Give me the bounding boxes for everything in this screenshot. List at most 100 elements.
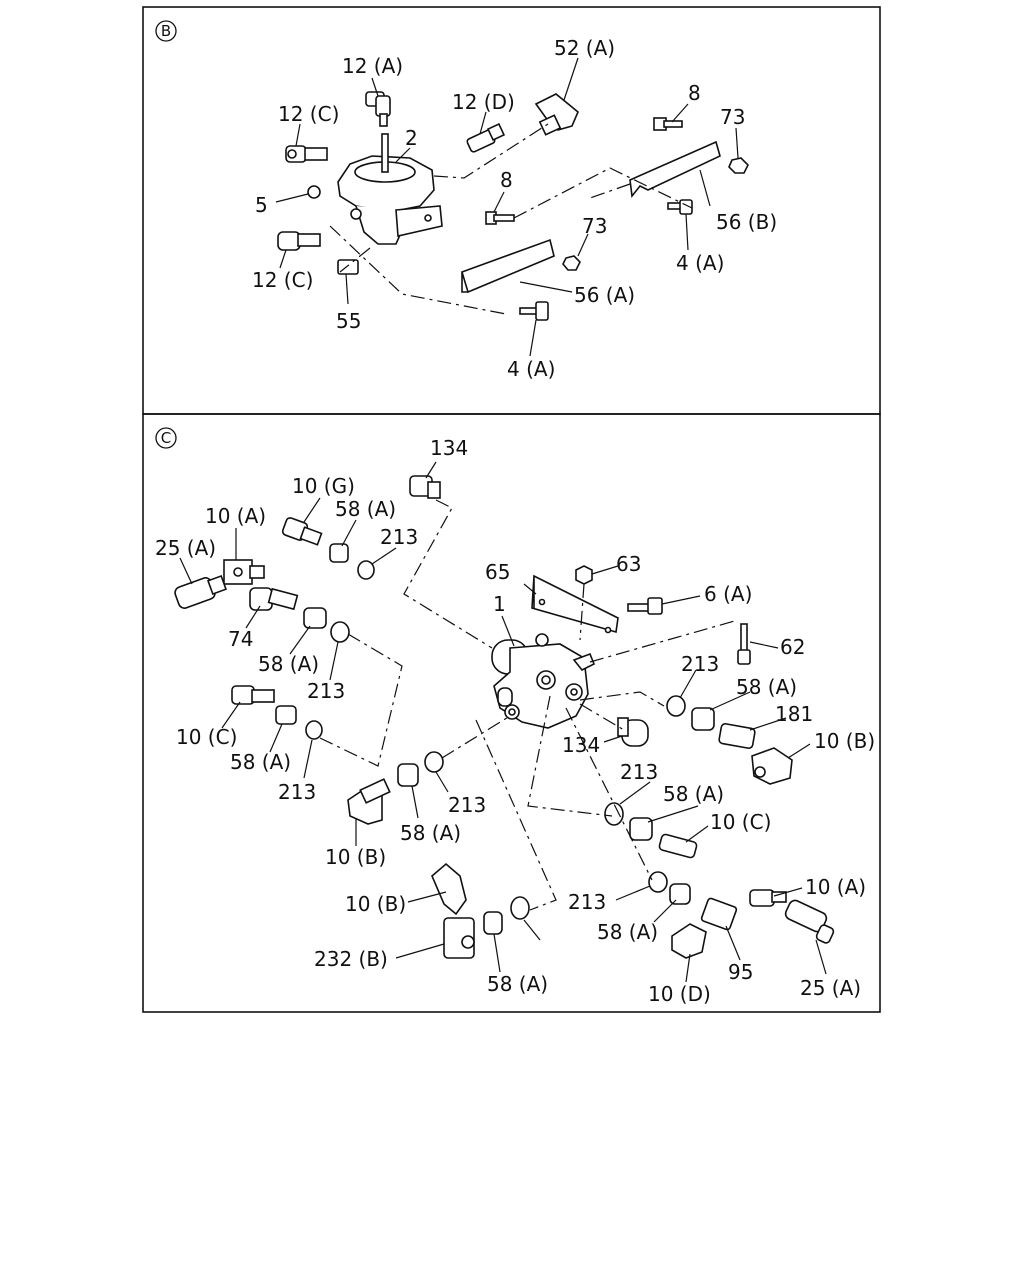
- fitting-74: [249, 587, 299, 611]
- label-62: 62: [780, 635, 805, 659]
- adapter-58a-7: [669, 883, 691, 905]
- switch-25a-bottom: [784, 899, 835, 944]
- label-181: 181: [775, 702, 813, 726]
- label-10b-left: 10 (B): [325, 845, 386, 869]
- nut-63: [575, 565, 593, 585]
- oring-213-7: [648, 871, 668, 893]
- label-12d: 12 (D): [452, 90, 515, 114]
- label-8-top: 8: [688, 81, 701, 105]
- panel-b-marker: B: [155, 20, 177, 42]
- svg-text:C: C: [161, 429, 171, 447]
- bolt-4a-bottom: [519, 301, 549, 321]
- fitting-12c-bottom: [277, 231, 321, 251]
- fitting-12d: [466, 122, 506, 153]
- label-4a-bottom: 4 (A): [507, 357, 555, 381]
- oring-213-2: [330, 621, 350, 643]
- label-10a-bottom: 10 (A): [805, 875, 866, 899]
- panel-c-marker: C: [155, 427, 177, 449]
- adapter-58a-2: [303, 607, 327, 629]
- adapter-58a-1: [329, 543, 349, 563]
- label-58a-6: 58 (A): [400, 821, 461, 845]
- oring-213-5: [666, 695, 686, 717]
- label-58a-1: 58 (A): [335, 497, 396, 521]
- panel-c-leaders: [179, 461, 827, 983]
- nut-73-top: [728, 157, 749, 174]
- bolt-8-mid: [485, 211, 515, 225]
- valve-body-1: [491, 633, 596, 729]
- bolt-4a-right: [667, 199, 693, 215]
- label-63: 63: [616, 552, 641, 576]
- label-58a-4: 58 (A): [230, 750, 291, 774]
- switch-25a-top: [174, 575, 227, 609]
- plug-134-mid: [617, 717, 649, 747]
- label-25a-top: 25 (A): [155, 536, 216, 560]
- plug-55: [337, 259, 359, 275]
- fitting-10c-right: [658, 833, 698, 859]
- label-4a-right: 4 (A): [676, 251, 724, 275]
- plug-134-top: [409, 475, 441, 499]
- label-213-4: 213: [620, 760, 658, 784]
- label-213-2: 213: [681, 652, 719, 676]
- adapter-58a-3: [275, 705, 297, 725]
- nut-73-mid: [562, 255, 581, 271]
- panel-c-parts: [174, 475, 835, 959]
- label-74: 74: [228, 627, 253, 651]
- bolt-62: [737, 623, 751, 665]
- elbow-10b-left: [347, 778, 391, 825]
- tee-10a-top: [223, 559, 265, 585]
- label-213-1: 213: [380, 525, 418, 549]
- label-10c-right: 10 (C): [710, 810, 771, 834]
- fitting-10c-left: [231, 685, 275, 705]
- label-232b: 232 (B): [314, 947, 388, 971]
- panel-b-leaders: [275, 57, 739, 357]
- label-8-mid: 8: [500, 168, 513, 192]
- label-5: 5: [255, 193, 268, 217]
- label-58a-7: 58 (A): [597, 920, 658, 944]
- panel-c-centerlines: [319, 499, 739, 911]
- valve-body-2: [337, 133, 443, 245]
- label-6a: 6 (A): [704, 582, 752, 606]
- fitting-52a: [534, 93, 579, 136]
- adapter-58a-8: [483, 911, 503, 935]
- label-58a-3: 58 (A): [736, 675, 797, 699]
- elbow-10d: [671, 923, 707, 959]
- elbow-10b-right: [751, 747, 793, 785]
- label-12c-top: 12 (C): [278, 102, 339, 126]
- panel-b-centerlines: [329, 123, 693, 315]
- panel-c-labels: 134 10 (G) 10 (A) 58 (A) 213 25 (A) 65 6…: [155, 436, 875, 1006]
- panel-b-parts: [277, 91, 749, 321]
- label-52a: 52 (A): [554, 36, 615, 60]
- label-213-6: 213: [448, 793, 486, 817]
- label-10a-top: 10 (A): [205, 504, 266, 528]
- label-134-top: 134: [430, 436, 468, 460]
- oring-213-1: [357, 560, 375, 580]
- oring-213-4: [424, 751, 444, 773]
- label-73-top: 73: [720, 105, 745, 129]
- label-25a-bottom: 25 (A): [800, 976, 861, 1000]
- bracket-56a: [461, 238, 555, 294]
- label-12c-bottom: 12 (C): [252, 268, 313, 292]
- adapter-58a-5: [691, 707, 715, 731]
- fitting-232b: [443, 917, 475, 959]
- bolt-8-top: [653, 117, 683, 131]
- label-58a-2: 58 (A): [258, 652, 319, 676]
- bracket-56b: [629, 140, 721, 198]
- adapter-58a-4: [397, 763, 419, 787]
- oring-213-3: [305, 720, 323, 740]
- label-213-3: 213: [307, 679, 345, 703]
- label-10b-right: 10 (B): [814, 729, 875, 753]
- oring-213-6: [604, 802, 624, 826]
- label-2: 2: [405, 126, 418, 150]
- label-56b: 56 (B): [716, 210, 777, 234]
- label-1: 1: [493, 592, 506, 616]
- fitting-181: [718, 723, 756, 749]
- block-95: [700, 897, 738, 931]
- panel-b-labels: 12 (A) 52 (A) 12 (C) 12 (D) 2 8 73 5 8 5…: [252, 36, 777, 381]
- fitting-10g: [281, 517, 323, 546]
- label-10c-left: 10 (C): [176, 725, 237, 749]
- label-58a-5: 58 (A): [663, 782, 724, 806]
- bolt-6a: [627, 597, 663, 615]
- washer-5: [307, 185, 321, 199]
- bracket-65: [531, 574, 619, 634]
